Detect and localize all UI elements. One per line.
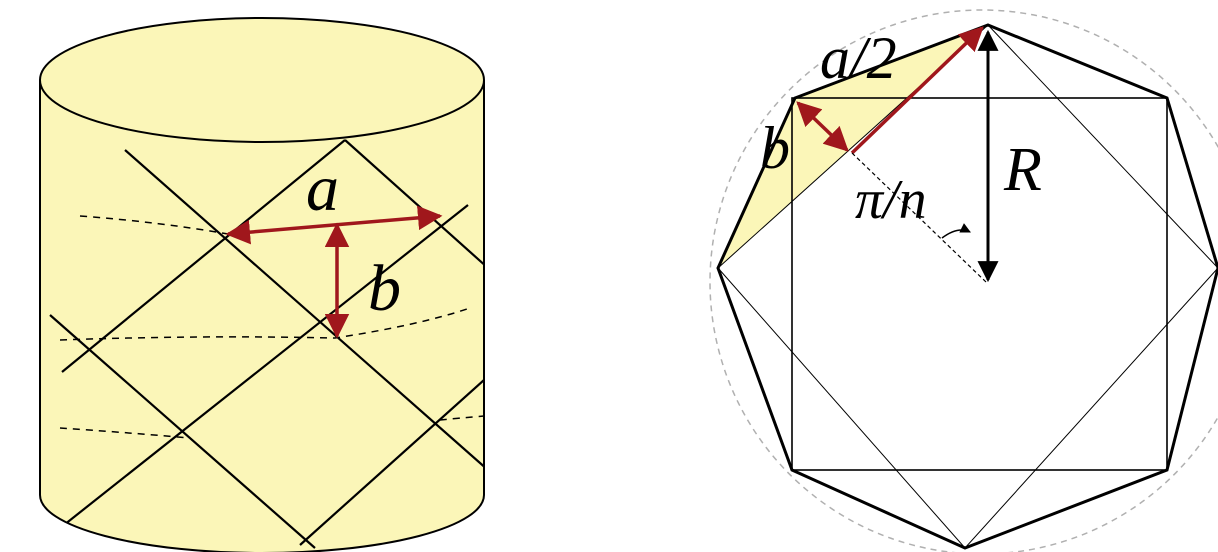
cylinder-diagram: a b [39,17,485,552]
lattice-lines [44,139,484,549]
label-angle: π/n [855,169,927,231]
circumscribed-circle [709,9,1218,552]
label-b-cylinder: b [368,252,401,325]
dashed-helix-lines [59,215,484,439]
label-b-polygon: b [760,115,790,181]
inscribed-square [791,97,1168,471]
octagon [716,23,1218,550]
angle-arc [941,223,971,239]
label-a: a [306,152,339,225]
center-line [851,152,987,283]
cylinder-top-ellipse [39,17,485,143]
label-radius: R [1003,136,1042,204]
label-a-half: a/2 [820,25,897,91]
cylinder-body [39,79,485,552]
b-polygon-arrow [796,101,849,152]
a-half-arrow [850,26,984,155]
polygon-diagram: a/2 b π/n R [709,9,1218,552]
